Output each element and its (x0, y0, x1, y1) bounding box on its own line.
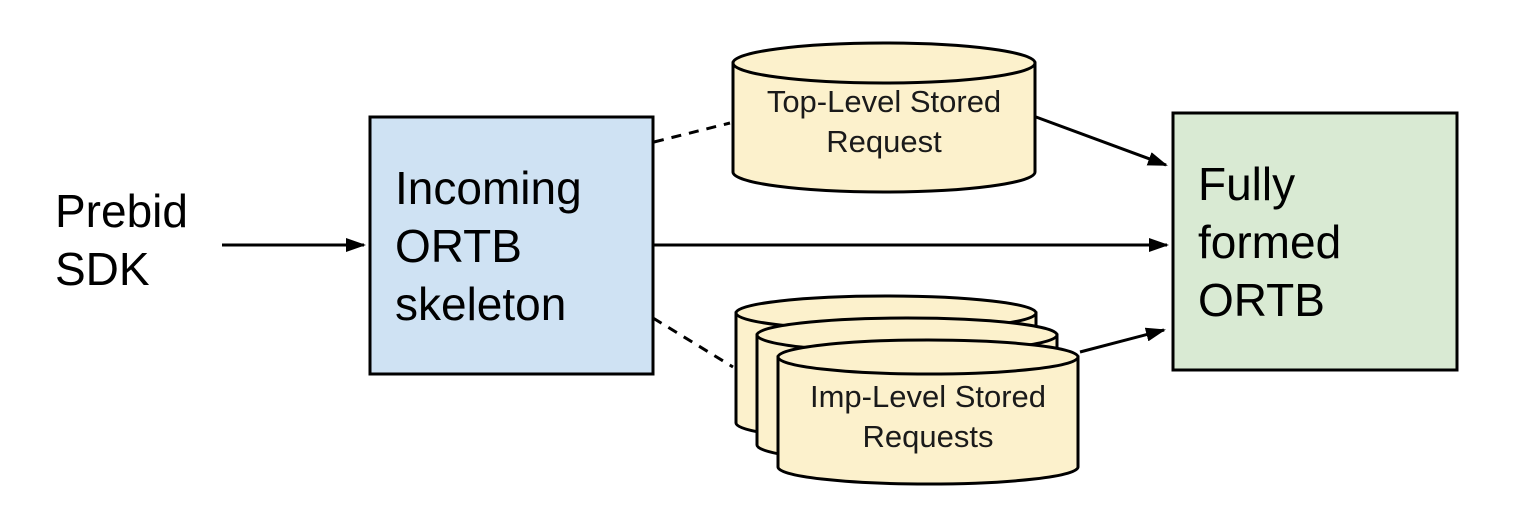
fully-formed-ortb-label: Fully formed ORTB (1198, 157, 1342, 326)
top-level-stored-request-cylinder (731, 41, 1037, 194)
cylinder-body-front (776, 355, 1080, 486)
dashed-connector-incoming-to-imp-level (652, 316, 734, 369)
imp-level-stored-requests-cylinder-stack (734, 294, 1080, 486)
top-level-stored-request-label: Top-Level Stored Request (766, 84, 1002, 159)
arrow-top-level-to-fully-formed (1035, 115, 1168, 167)
cylinder-body (731, 61, 1037, 194)
dashed-connector-incoming-to-top-level (653, 121, 731, 144)
fully-formed-ortb-box (1171, 111, 1459, 372)
arrow-imp-level-to-fully-formed (1079, 327, 1166, 354)
prebid-sdk-label: Prebid SDK (55, 185, 188, 295)
incoming-ortb-skeleton-box (368, 115, 655, 376)
imp-level-stored-requests-label: Imp-Level Stored Requests (809, 379, 1047, 454)
incoming-ortb-skeleton-label: Incoming ORTB skeleton (395, 161, 582, 330)
cylinder-top (731, 41, 1037, 85)
cylinder-top-front (776, 338, 1080, 376)
